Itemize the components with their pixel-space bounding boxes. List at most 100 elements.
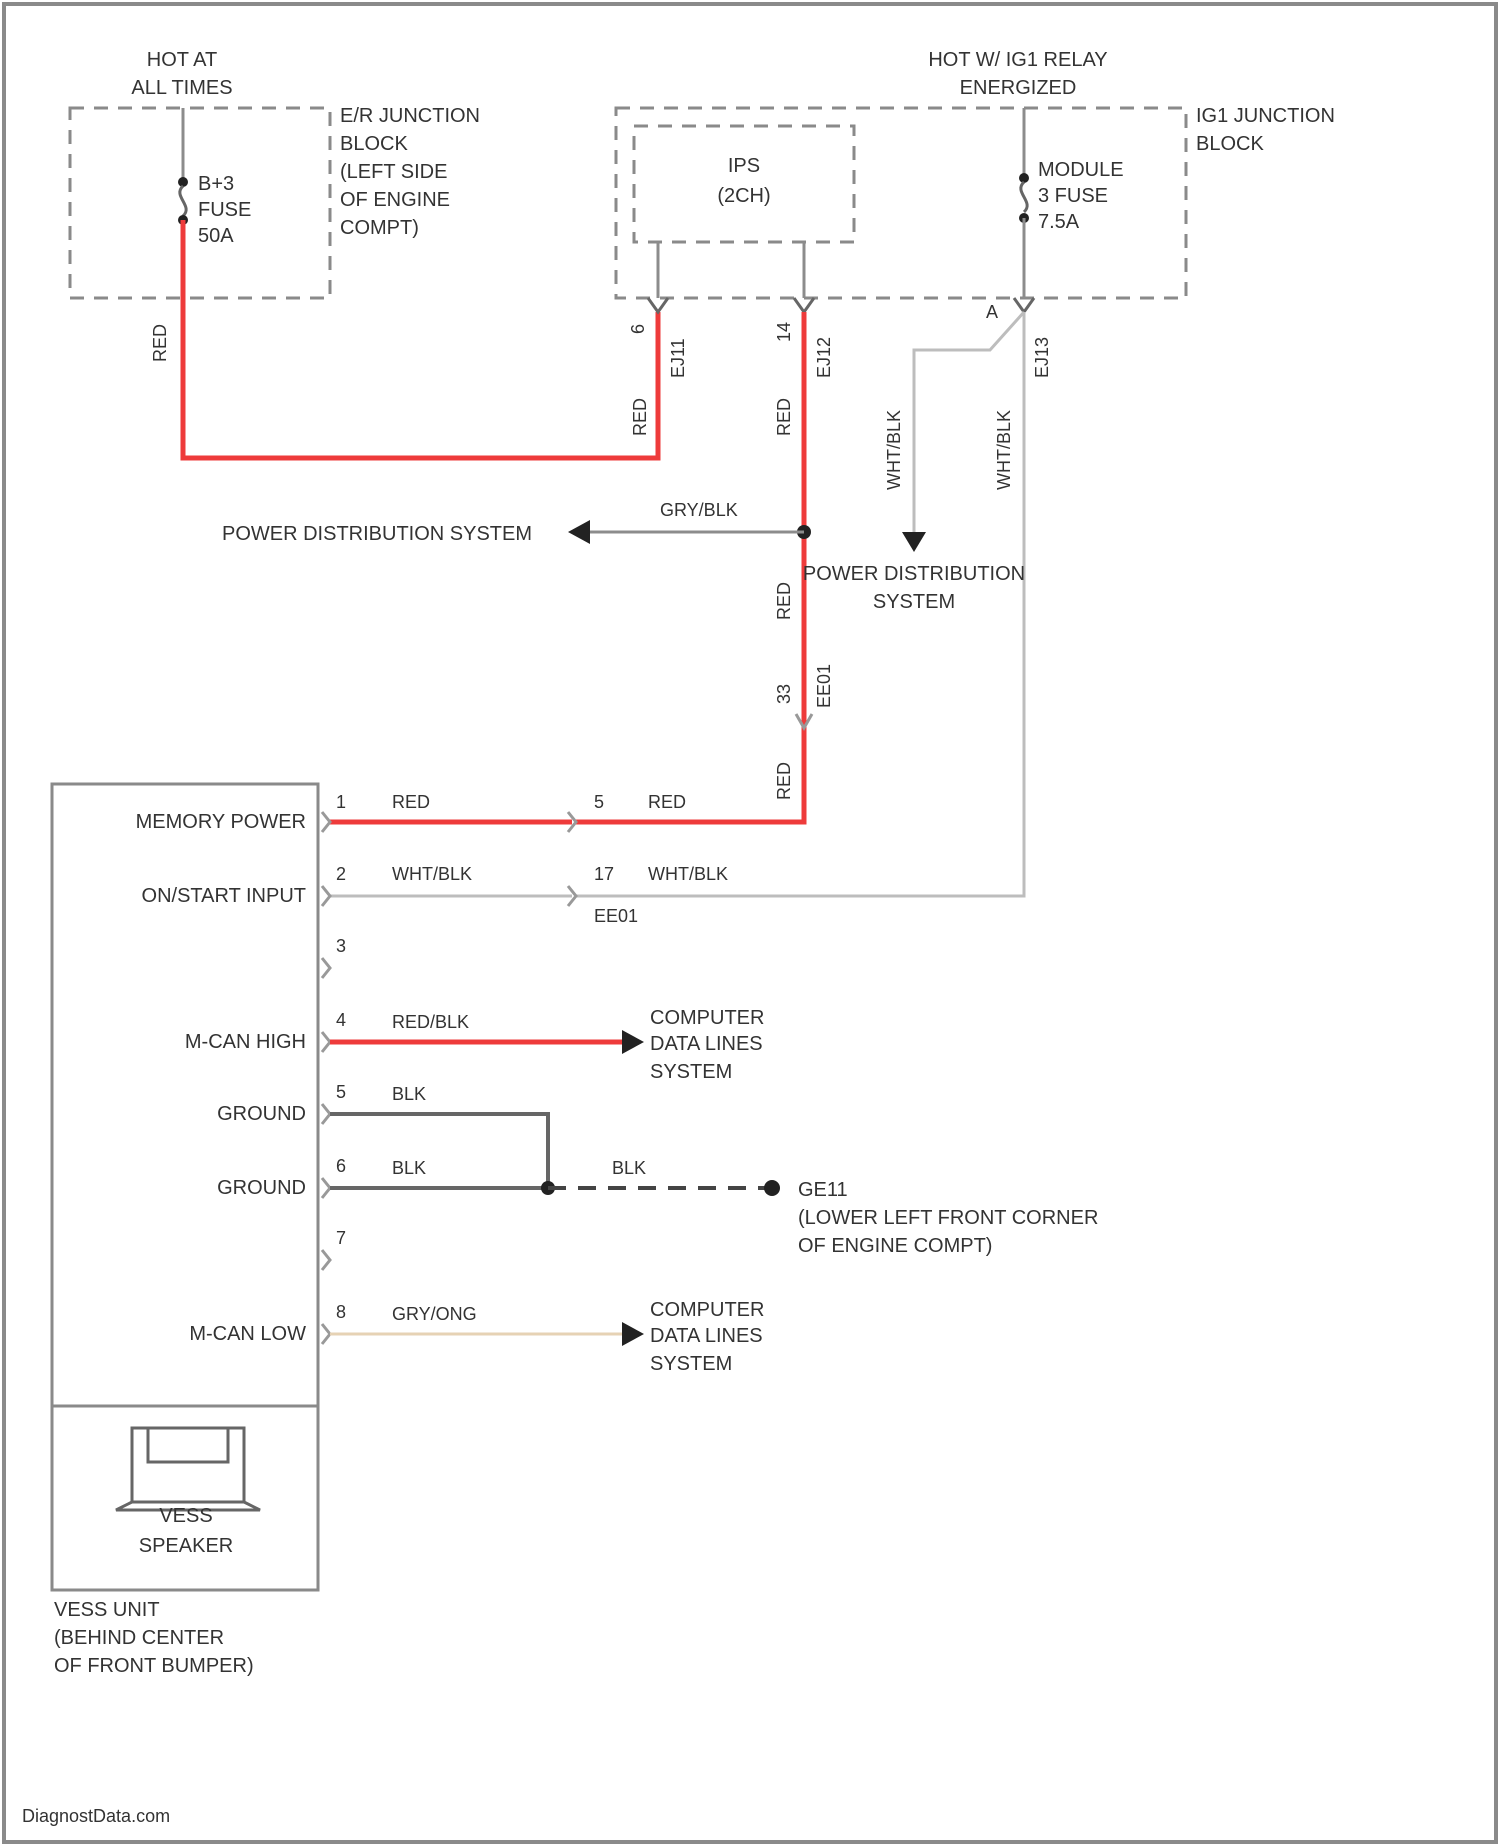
connector-ee01-lower-label: EE01 — [594, 906, 638, 926]
vess-pin-8-label: M-CAN LOW — [189, 1323, 306, 1345]
bplus-fuse-line3: 50A — [198, 225, 234, 247]
computer-data-lines-2-line2: DATA LINES — [650, 1325, 763, 1347]
vess-unit-line3: OF FRONT BUMPER) — [54, 1655, 254, 1677]
computer-data-lines-1-line1: COMPUTER — [650, 1007, 764, 1029]
hot-at-all-times-line2: ALL TIMES — [131, 77, 232, 99]
pds-left-arrow — [568, 520, 590, 544]
er-junction-block-line4: OF ENGINE — [340, 189, 450, 211]
vess-pin-4-label: M-CAN HIGH — [185, 1031, 306, 1053]
computer-data-lines-1-line3: SYSTEM — [650, 1061, 732, 1083]
wire-label-blk-5: BLK — [392, 1084, 426, 1104]
red-wire-fuse-to-ips — [183, 220, 658, 458]
wire-label-red-blk: RED/BLK — [392, 1012, 469, 1032]
connector-pin-14-label: 14 — [774, 322, 794, 342]
connector-ej12-label: EJ12 — [814, 337, 834, 378]
vess-pin-4-num: 4 — [336, 1010, 346, 1030]
module-fuse-icon — [1021, 182, 1027, 212]
module-fuse-top-dot — [1019, 173, 1029, 183]
bplus-fuse-top-dot — [178, 177, 188, 187]
power-distribution-center-line1: POWER DISTRIBUTION — [803, 563, 1025, 585]
vess-pin-5-label: GROUND — [217, 1103, 306, 1125]
module-fuse-line1: MODULE — [1038, 159, 1124, 181]
vess-pin-5-num: 5 — [336, 1082, 346, 1102]
ground-point-icon — [764, 1180, 780, 1196]
connector-pin-6-icon — [648, 298, 668, 312]
bplus-fuse-icon — [180, 186, 186, 216]
ground-point-line1: GE11 — [798, 1179, 848, 1201]
connector-33-label: 33 — [774, 684, 794, 704]
ig-junction-block-line1: IG1 JUNCTION — [1196, 105, 1335, 127]
bplus-fuse-line2: FUSE — [198, 199, 251, 221]
vess-pin-6-label: GROUND — [217, 1177, 306, 1199]
computer-data-lines-1-line2: DATA LINES — [650, 1033, 763, 1055]
wire-label-red-mid: RED — [774, 582, 794, 620]
module-fuse-line3: 7.5A — [1038, 211, 1080, 233]
speaker-icon — [116, 1428, 260, 1510]
vess-pin-2-mark — [322, 886, 330, 906]
ips-label-line2: (2CH) — [717, 185, 770, 207]
wire-label-wht-blk-vess-1: WHT/BLK — [392, 864, 472, 884]
vess-pin-7-mark — [322, 1250, 330, 1270]
wire-label-gry-ong: GRY/ONG — [392, 1304, 477, 1324]
hot-ig1-line1: HOT W/ IG1 RELAY — [928, 49, 1107, 71]
connector-ej13-label: EJ13 — [1032, 337, 1052, 378]
ips-label-line1: IPS — [728, 155, 760, 177]
vess-pin-8-num: 8 — [336, 1302, 346, 1322]
wire-label-red-lower: RED — [774, 762, 794, 800]
connector-pin-5-label: 5 — [594, 792, 604, 812]
module-fuse-line2: 3 FUSE — [1038, 185, 1108, 207]
can-low-arrow — [622, 1322, 644, 1346]
wire-label-blk-6: BLK — [392, 1158, 426, 1178]
connector-pin-17-label: 17 — [594, 864, 614, 884]
can-high-arrow — [622, 1030, 644, 1054]
wire-label-red-left: RED — [150, 324, 170, 362]
watermark: DiagnostData.com — [22, 1806, 170, 1826]
connector-pin-a-icon — [1014, 298, 1034, 312]
vess-pin-3-mark — [322, 958, 330, 978]
connector-pin-a-label: A — [986, 302, 998, 322]
vess-pin-5-mark — [322, 1104, 330, 1124]
wire-label-red-ej11: RED — [630, 398, 650, 436]
power-distribution-center-line2: SYSTEM — [873, 591, 955, 613]
wire-label-red-vess-2: RED — [648, 792, 686, 812]
power-distribution-left-label: POWER DISTRIBUTION SYSTEM — [222, 523, 532, 545]
vess-pin-3-num: 3 — [336, 936, 346, 956]
vess-speaker-line2: SPEAKER — [139, 1535, 233, 1557]
connector-pin-14-icon — [794, 298, 814, 312]
vess-pin-1-label: MEMORY POWER — [136, 811, 306, 833]
wire-label-wht-blk-vess-2: WHT/BLK — [648, 864, 728, 884]
ips-box — [634, 126, 854, 242]
vess-unit-line1: VESS UNIT — [54, 1599, 160, 1621]
connector-pin-6-label: 6 — [628, 324, 648, 334]
vess-speaker-line1: VESS — [159, 1505, 212, 1527]
ground-point-line2: (LOWER LEFT FRONT CORNER — [798, 1207, 1098, 1229]
er-junction-block-line5: COMPT) — [340, 217, 419, 239]
vess-pin-1-mark — [322, 812, 330, 832]
vess-pin-6-mark — [322, 1178, 330, 1198]
connector-ee01-label: EE01 — [814, 664, 834, 708]
wire-label-blk-splice: BLK — [612, 1158, 646, 1178]
vess-pin-6-num: 6 — [336, 1156, 346, 1176]
vess-pin-1-num: 1 — [336, 792, 346, 812]
computer-data-lines-2-line3: SYSTEM — [650, 1353, 732, 1375]
vess-pin-4-mark — [322, 1032, 330, 1052]
er-junction-block-line3: (LEFT SIDE — [340, 161, 447, 183]
connector-ej11-label: EJ11 — [668, 338, 688, 378]
blk-wire-ground-5 — [330, 1114, 548, 1188]
wire-label-gry-blk: GRY/BLK — [660, 500, 738, 520]
page-frame — [4, 4, 1496, 1842]
vess-pin-2-label: ON/START INPUT — [142, 885, 306, 907]
hot-ig1-line2: ENERGIZED — [960, 77, 1077, 99]
red-wire-ips-to-vess — [576, 312, 804, 822]
computer-data-lines-2-line1: COMPUTER — [650, 1299, 764, 1321]
ig-junction-block-line2: BLOCK — [1196, 133, 1264, 155]
vess-pin-7-num: 7 — [336, 1228, 346, 1248]
vess-pin-2-num: 2 — [336, 864, 346, 884]
vess-unit-line2: (BEHIND CENTER — [54, 1627, 224, 1649]
wire-label-red-vess-1: RED — [392, 792, 430, 812]
ground-point-line3: OF ENGINE COMPT) — [798, 1235, 992, 1257]
wire-label-wht-blk-branch: WHT/BLK — [884, 410, 904, 490]
wire-label-wht-blk-main: WHT/BLK — [994, 410, 1014, 490]
wire-label-red-ej12: RED — [774, 398, 794, 436]
pds-center-arrow — [902, 532, 926, 552]
